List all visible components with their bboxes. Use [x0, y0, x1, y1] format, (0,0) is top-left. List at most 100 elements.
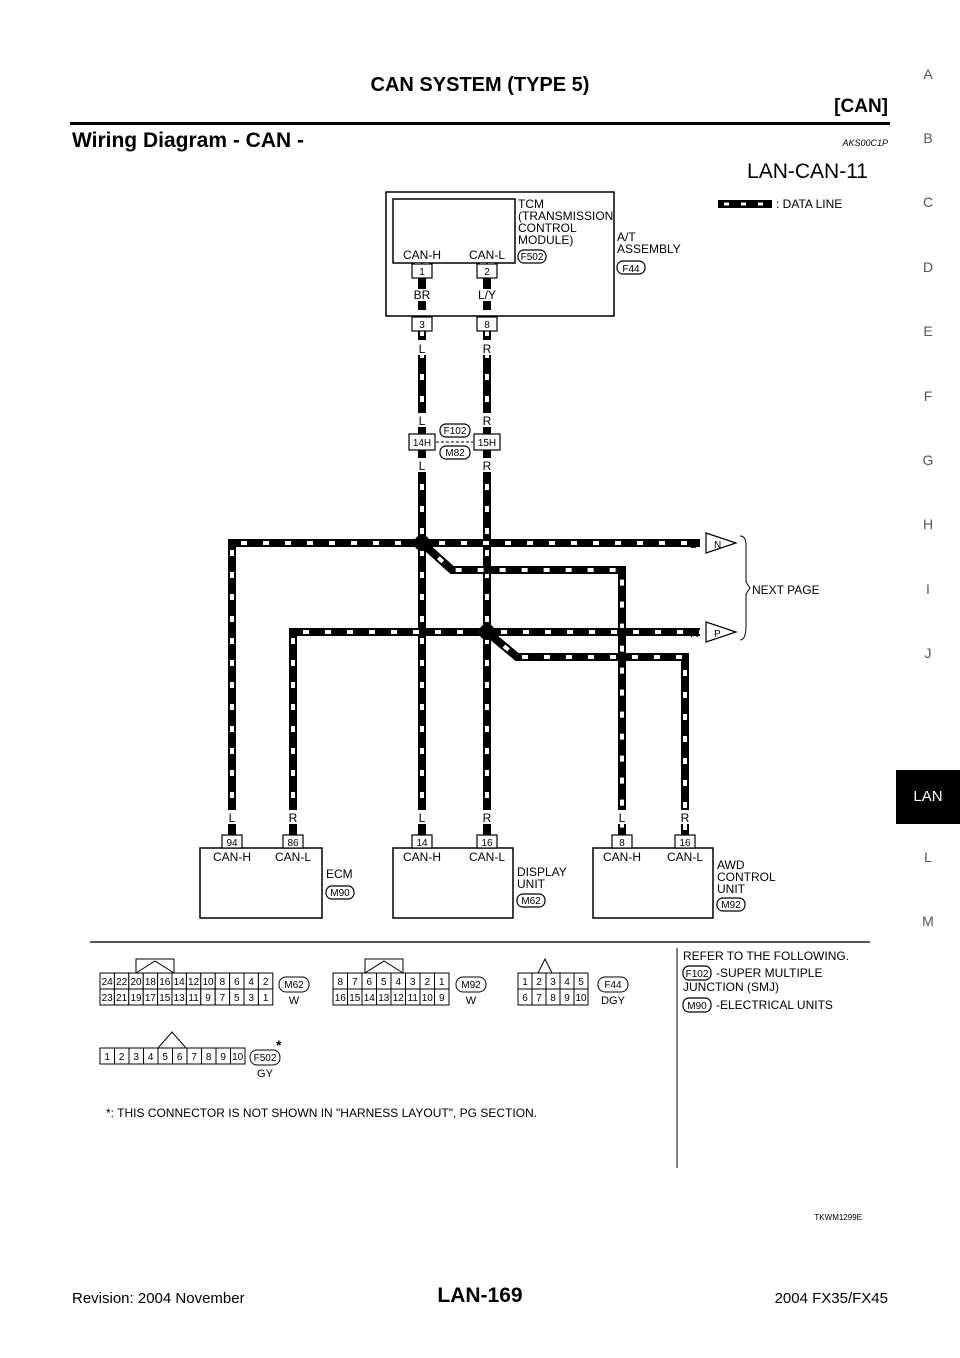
connector-id: M62 — [284, 980, 304, 991]
pin-number: 10 — [232, 1052, 244, 1063]
pin-number: 4 — [148, 1052, 154, 1063]
pin-number: 7 — [536, 993, 542, 1004]
side-tab-a[interactable]: A — [923, 66, 933, 82]
side-tab-j[interactable]: J — [924, 645, 932, 661]
pin-number: 8 — [484, 320, 490, 331]
page-header-section: [CAN] — [834, 96, 888, 117]
svg-text:94: 94 — [226, 838, 238, 849]
connector-color: DGY — [601, 995, 626, 1007]
side-tab-h[interactable]: H — [922, 516, 934, 532]
side-tab-c[interactable]: C — [922, 194, 934, 210]
pin-number: 5 — [234, 993, 240, 1004]
side-tab-i[interactable]: I — [926, 581, 930, 597]
pin-number: 3 — [248, 993, 254, 1004]
pin-number: 1 — [263, 993, 269, 1004]
tcm-label: CONTROL — [518, 221, 577, 235]
pin-number: 3 — [419, 320, 425, 331]
pin-number: 9 — [205, 993, 211, 1004]
pin-number: 8 — [337, 977, 343, 988]
svg-text:R: R — [483, 414, 492, 428]
next-page-label: NEXT PAGE — [752, 583, 820, 597]
pin-number: 12 — [188, 977, 200, 988]
tcm-label: TCM — [518, 197, 544, 211]
pin-number: 17 — [145, 993, 157, 1004]
pin-number: 1 — [419, 267, 425, 278]
data-line-legend: : DATA LINE — [718, 197, 842, 211]
connector-badge — [455, 976, 487, 993]
pin-number: 5 — [162, 1052, 168, 1063]
section-code: AKS00C1P — [842, 138, 888, 148]
svg-text:UNIT: UNIT — [717, 882, 746, 896]
side-tab-g[interactable]: G — [922, 452, 934, 468]
svg-text:L: L — [229, 811, 236, 825]
pin-number: 7 — [352, 977, 358, 988]
svg-text:REFER TO THE FOLLOWING.: REFER TO THE FOLLOWING. — [683, 949, 849, 963]
svg-text:L: L — [419, 459, 426, 473]
pin-number: 18 — [145, 977, 157, 988]
pin-number: 14 — [364, 993, 376, 1004]
connector-id: M92 — [461, 980, 481, 991]
pin-number: 9 — [439, 993, 445, 1004]
at-assembly-label: ASSEMBLY — [617, 242, 681, 256]
next-page-arrows[interactable]: L N R P NEXT PAGE — [690, 532, 820, 643]
svg-text:M90: M90 — [330, 888, 350, 899]
pin-number: 11 — [408, 993, 419, 1004]
pin-number: 2 — [424, 977, 430, 988]
svg-text:CAN-L: CAN-L — [667, 850, 703, 864]
side-tab-l[interactable]: L — [924, 849, 932, 865]
pin-cell — [573, 988, 589, 1006]
tcm-box — [392, 198, 516, 264]
svg-text:R: R — [289, 811, 298, 825]
connector-id: F44 — [622, 264, 640, 275]
pin-number: 13 — [378, 993, 390, 1004]
svg-text:CAN-L: CAN-L — [469, 850, 505, 864]
side-tab-f[interactable]: F — [923, 388, 933, 404]
svg-text:AWD: AWD — [717, 858, 745, 872]
svg-text:CAN-H: CAN-H — [213, 850, 251, 864]
pin-number: 1 — [104, 1052, 110, 1063]
svg-text:R: R — [483, 459, 492, 473]
pin-number: 7 — [191, 1052, 197, 1063]
pin-number: 19 — [130, 993, 142, 1004]
connector-badge-f502 — [517, 249, 547, 264]
pin-number: 6 — [366, 977, 372, 988]
pin-number: 13 — [174, 993, 186, 1004]
junction-connector: 14H 15H F102 M82 — [408, 423, 501, 460]
pin-number: 3 — [133, 1052, 139, 1063]
tcm-label: MODULE) — [518, 233, 573, 247]
pin-number: 7 — [220, 993, 226, 1004]
pin-number: 6 — [234, 977, 240, 988]
svg-text:16: 16 — [679, 838, 691, 849]
side-tab-d[interactable]: D — [922, 259, 934, 275]
pin-number: 5 — [381, 977, 387, 988]
connector-badge — [278, 976, 310, 993]
pin-number: 4 — [395, 977, 401, 988]
svg-text:L: L — [419, 414, 426, 428]
pin-number: 8 — [220, 977, 226, 988]
refer-list: REFER TO THE FOLLOWING. F102 -SUPER MULT… — [682, 949, 849, 1013]
side-tab-b[interactable]: B — [923, 130, 933, 146]
pin-cell — [257, 988, 274, 1006]
page-header-title: CAN SYSTEM (TYPE 5) — [370, 74, 590, 96]
svg-text:CAN-L: CAN-L — [275, 850, 311, 864]
pin-number: 16 — [335, 993, 347, 1004]
side-tab-e[interactable]: E — [923, 323, 933, 339]
pin-number: 4 — [564, 977, 570, 988]
wires — [228, 330, 700, 842]
svg-text:M82: M82 — [445, 448, 465, 459]
star-mark: * — [276, 1037, 282, 1053]
pin-number: 2 — [536, 977, 542, 988]
pin-number: 2 — [484, 267, 490, 278]
splice-point — [414, 535, 430, 551]
pin-cell — [230, 1047, 246, 1065]
pin-number: 9 — [564, 993, 570, 1004]
svg-text:86: 86 — [287, 838, 299, 849]
tcm-label: (TRANSMISSION — [518, 209, 613, 223]
side-tab-m[interactable]: M — [922, 913, 934, 929]
pin-number: 4 — [248, 977, 254, 988]
side-tab-lan[interactable]: LAN — [896, 770, 960, 824]
